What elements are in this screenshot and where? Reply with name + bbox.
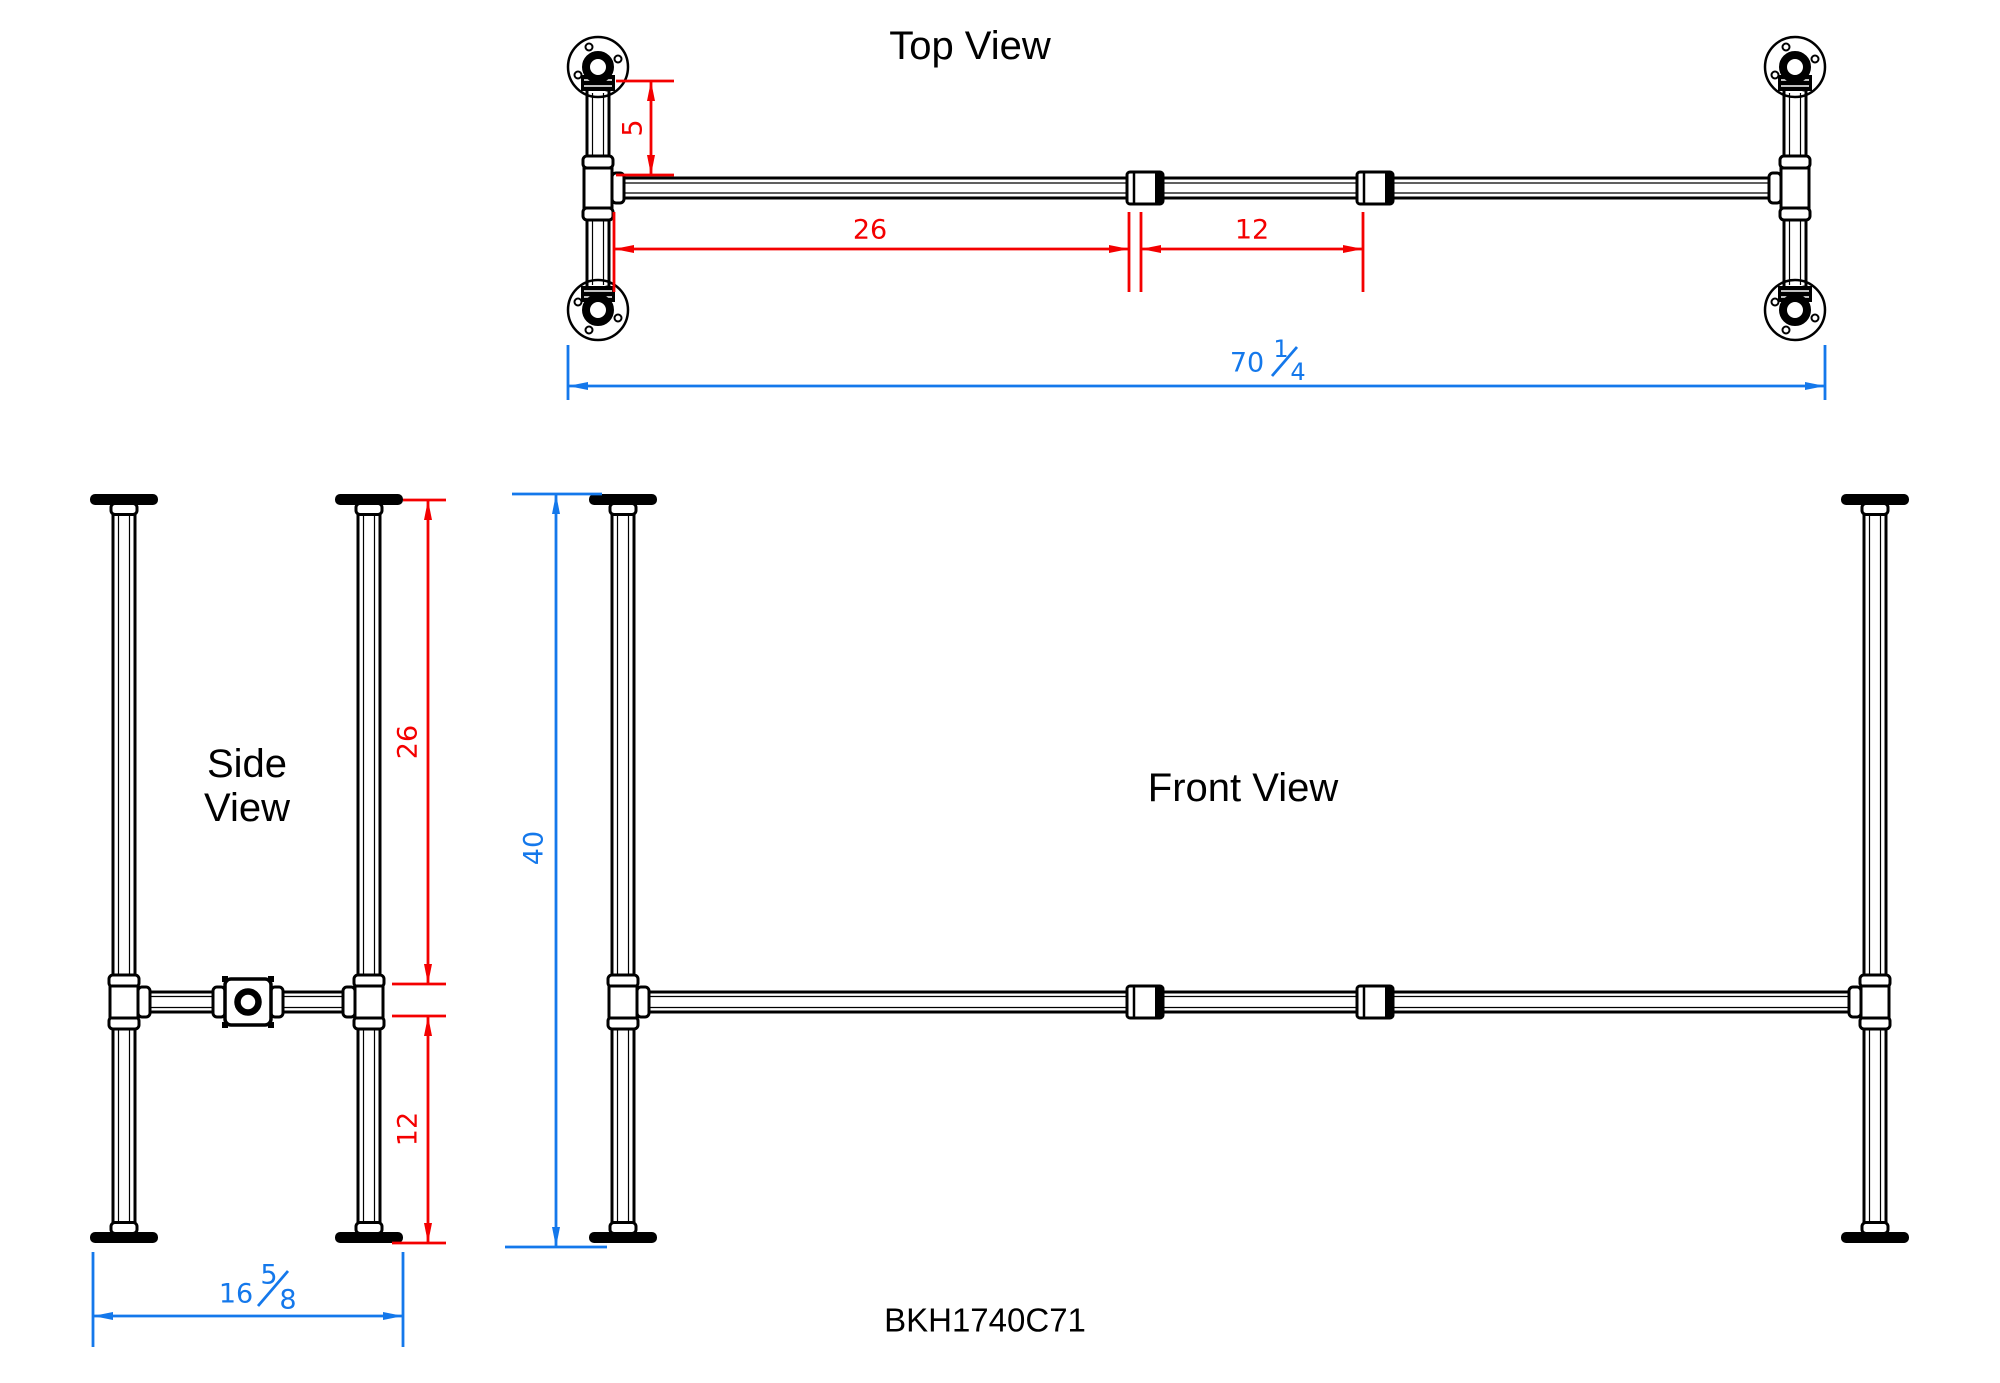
pipe-coupling: [1125, 984, 1165, 1020]
tee-fitting-top-right: [1778, 154, 1812, 222]
dim-16-five-eighths: 16 5 8: [91, 1252, 405, 1347]
flange-plan-top-left: [568, 37, 628, 97]
flange-plan-bottom-left: [568, 280, 628, 340]
dim-70-denominator: 4: [1290, 358, 1305, 386]
dim-26-label: 26: [853, 215, 887, 246]
line-work: Top View: [88, 24, 1911, 1339]
top-view-title: Top View: [889, 24, 1051, 68]
flange-edge-foot: [587, 1221, 659, 1245]
dim-16-numerator: 5: [260, 1260, 277, 1291]
top-view: Top View: [568, 24, 1825, 340]
dim-12-side-label: 12: [393, 1112, 424, 1146]
flange-plan-top-right: [1765, 37, 1825, 97]
flange-edge-foot: [1839, 1221, 1911, 1245]
front-view: Front View: [587, 492, 1911, 1245]
dim-12-side: 12: [392, 1014, 446, 1245]
dim-16-whole: 16: [219, 1279, 253, 1310]
dim-70-numerator: 1: [1273, 335, 1288, 363]
flange-edge-top: [88, 492, 160, 516]
pipe-coupling: [1355, 170, 1395, 206]
blue-dimensions: 70 1 4 40 16 5 8: [91, 335, 1827, 1347]
tee-fitting-side-left: [107, 973, 141, 1031]
dim-40-front: 40: [505, 492, 607, 1249]
tee-fitting-side-right: [352, 973, 386, 1031]
dim-5-top: 5: [616, 79, 674, 177]
dim-26-side: 26: [392, 498, 446, 986]
dim-12-top: 12: [1141, 215, 1363, 253]
part-number: BKH1740C71: [884, 1302, 1086, 1339]
pipe-coupling: [1125, 170, 1165, 206]
top-stretcher-pipe: [610, 170, 1783, 206]
dim-26-top: 26: [612, 212, 1365, 292]
front-stretcher-pipe: [635, 984, 1863, 1020]
flange-edge-top: [587, 492, 659, 516]
dim-26-side-label: 26: [393, 725, 424, 759]
flange-edge-top: [333, 492, 405, 516]
side-leg-pipes: [111, 514, 382, 1223]
flange-plan-bottom-right: [1765, 280, 1825, 340]
side-view: Side View: [88, 492, 405, 1245]
front-leg-pipes: [610, 514, 1888, 1223]
top-right-leg-pipes: [1782, 91, 1808, 286]
dim-70-whole: 70: [1230, 348, 1264, 379]
tee-fitting-top-left: [581, 154, 615, 222]
top-left-leg-pipes: [585, 91, 611, 286]
dim-40-label: 40: [519, 831, 550, 865]
dim-5-label: 5: [618, 119, 649, 136]
tee-fitting-front-left: [606, 973, 640, 1031]
dim-70-quarter: 70 1 4: [566, 335, 1827, 400]
side-view-title-line1: Side: [207, 742, 287, 786]
front-view-title: Front View: [1148, 766, 1339, 810]
pipe-coupling: [1355, 984, 1395, 1020]
dim-12-label: 12: [1235, 215, 1269, 246]
tee-fitting-front-right: [1858, 973, 1892, 1031]
flange-edge-top: [1839, 492, 1911, 516]
red-dimensions: 5 26 12 26: [392, 79, 1365, 1245]
center-tee-fitting: [222, 976, 274, 1028]
dim-16-denominator: 8: [279, 1285, 296, 1316]
side-view-title-line2: View: [204, 786, 290, 830]
side-crossbar-pipe: [136, 985, 357, 1019]
flange-edge-foot: [333, 1221, 405, 1245]
flange-edge-foot: [88, 1221, 160, 1245]
